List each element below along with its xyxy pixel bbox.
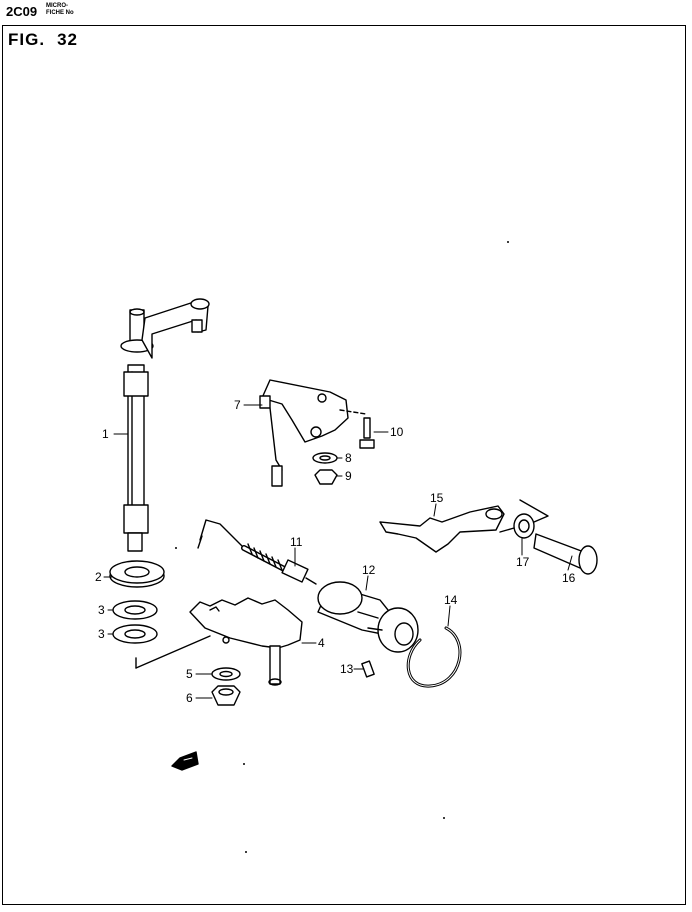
figure-number: 32 xyxy=(57,30,78,49)
part-5-washer xyxy=(211,667,241,681)
callout-9: 9 xyxy=(345,469,352,483)
callout-10: 10 xyxy=(390,425,404,439)
part-13-pin xyxy=(361,660,375,678)
assembly-line-shaft-plate xyxy=(135,635,211,669)
callout-3b: 3 xyxy=(98,627,105,641)
callout-13: 13 xyxy=(340,662,354,676)
callout-8: 8 xyxy=(345,451,352,465)
part-1-shift-shaft xyxy=(120,298,210,552)
callout-11: 11 xyxy=(290,535,303,549)
part-10-bolt xyxy=(339,409,375,449)
part-3-washer-upper xyxy=(112,600,158,620)
callout-6: 6 xyxy=(186,691,193,705)
callout-15: 15 xyxy=(430,491,444,505)
callout-2: 2 xyxy=(95,570,102,584)
part-12-cam-drum xyxy=(317,581,419,653)
callout-7: 7 xyxy=(234,398,241,412)
callout-12: 12 xyxy=(362,563,376,577)
microfiche-line-2: FICHE No xyxy=(46,10,74,16)
callout-14: 14 xyxy=(444,593,458,607)
part-2-oil-seal xyxy=(109,560,165,588)
callout-4: 4 xyxy=(318,636,325,650)
figure-title: FIG. 32 xyxy=(8,30,78,50)
callout-leaders xyxy=(103,404,573,699)
callout-5: 5 xyxy=(186,667,193,681)
part-11-rod xyxy=(197,519,317,585)
part-15-lever xyxy=(379,505,505,553)
part-9-nut xyxy=(314,469,338,485)
microfiche-line-1: MICRO- xyxy=(46,3,68,9)
part-4-shift-plate xyxy=(189,597,303,686)
part-14-circlip xyxy=(406,626,462,688)
figure-frame xyxy=(2,25,686,905)
part-8-washer xyxy=(312,452,338,464)
model-code: 2C09 xyxy=(6,4,38,19)
part-7-bracket xyxy=(259,379,349,487)
part-17-spring xyxy=(499,499,549,539)
callout-16: 16 xyxy=(562,571,576,585)
part-16-pin xyxy=(533,533,598,575)
part-3-washer-lower xyxy=(112,624,158,644)
part-6-nut xyxy=(211,685,241,706)
callout-17: 17 xyxy=(516,555,530,569)
callout-1: 1 xyxy=(102,427,109,441)
microfiche-label: MICRO- FICHE No xyxy=(46,3,74,17)
scan-specks xyxy=(175,241,509,853)
fwd-arrow-icon xyxy=(171,751,199,771)
callout-3a: 3 xyxy=(98,603,105,617)
figure-label: FIG. xyxy=(8,30,46,49)
callout-numbers: 1 2 3 3 4 5 6 7 8 9 10 11 12 13 14 15 16… xyxy=(95,398,576,705)
